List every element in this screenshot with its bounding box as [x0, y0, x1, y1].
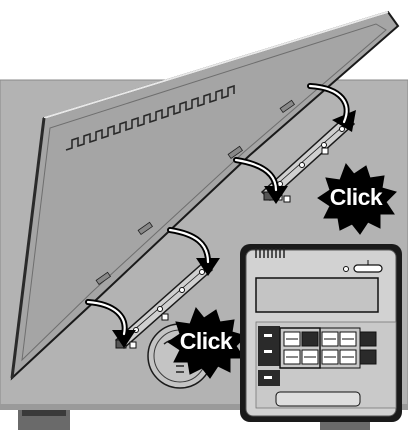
power-button	[354, 265, 382, 272]
remote-controller	[240, 244, 402, 422]
indicator-light	[344, 267, 349, 272]
click-label-upper: Click	[330, 184, 383, 210]
lcd-display	[256, 278, 378, 312]
click-label-lower: Click	[180, 328, 233, 354]
left-button-column	[258, 326, 280, 366]
